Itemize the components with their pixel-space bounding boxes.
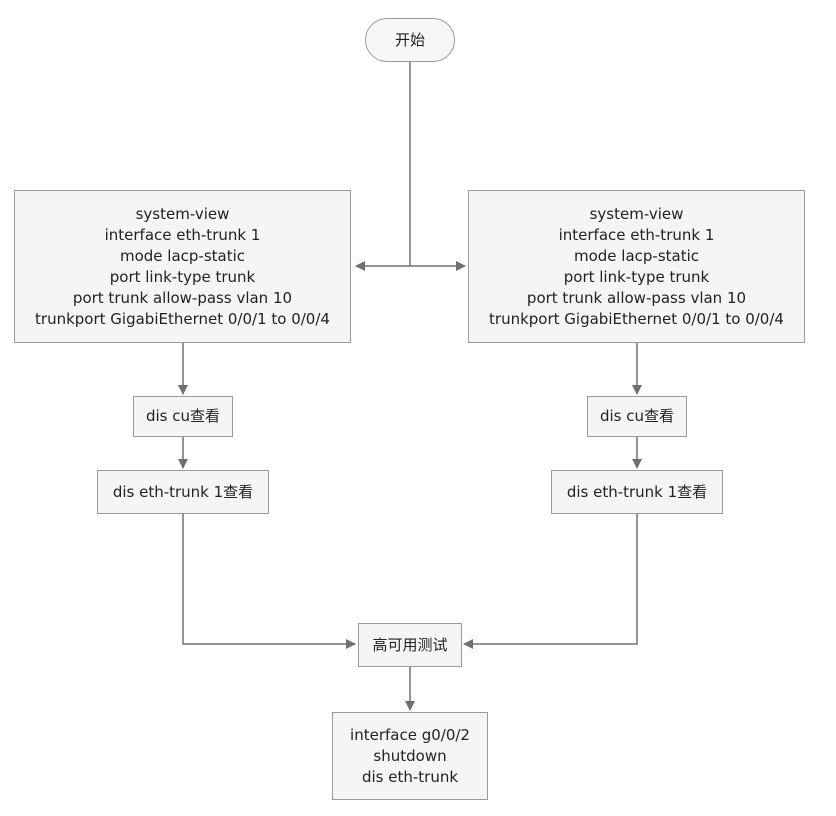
config-line: port link-type trunk <box>563 267 710 286</box>
config-line: trunkport GigabiEthernet 0/0/1 to 0/0/4 <box>489 309 784 328</box>
shutdown-line: dis eth-trunk <box>361 767 459 786</box>
config-line: port trunk allow-pass vlan 10 <box>72 288 293 307</box>
config-line: system-view <box>135 204 230 223</box>
dis-cu-label: dis cu查看 <box>145 407 221 425</box>
dis-cu-label: dis cu查看 <box>599 407 675 425</box>
left-config-node: system-view interface eth-trunk 1 mode l… <box>14 190 351 343</box>
start-node: 开始 <box>365 18 455 62</box>
dis-trunk-label: dis eth-trunk 1查看 <box>112 482 254 501</box>
dis-trunk-label: dis eth-trunk 1查看 <box>566 482 708 501</box>
right-dis-trunk-node: dis eth-trunk 1查看 <box>551 470 723 514</box>
left-dis-cu-node: dis cu查看 <box>133 396 233 437</box>
ha-test-node: 高可用测试 <box>358 623 462 667</box>
config-line: mode lacp-static <box>119 246 246 265</box>
edge-left-dis-trunk-to-ha-test <box>182 514 356 649</box>
left-dis-trunk-node: dis eth-trunk 1查看 <box>97 470 269 514</box>
config-line: interface eth-trunk 1 <box>558 225 715 244</box>
config-line: interface eth-trunk 1 <box>104 225 261 244</box>
right-config-node: system-view interface eth-trunk 1 mode l… <box>468 190 805 343</box>
shutdown-node: interface g0/0/2 shutdown dis eth-trunk <box>332 712 488 800</box>
config-line: trunkport GigabiEthernet 0/0/1 to 0/0/4 <box>35 309 330 328</box>
config-line: system-view <box>589 204 684 223</box>
ha-test-label: 高可用测试 <box>372 635 448 654</box>
shutdown-line: interface g0/0/2 <box>350 725 470 744</box>
shutdown-line: shutdown <box>373 746 447 765</box>
config-line: port link-type trunk <box>109 267 256 286</box>
edge-right-dis-trunk-to-ha-test <box>463 514 638 649</box>
config-line: mode lacp-static <box>573 246 700 265</box>
config-line: port trunk allow-pass vlan 10 <box>526 288 747 307</box>
start-label: 开始 <box>394 30 425 49</box>
right-dis-cu-node: dis cu查看 <box>587 396 687 437</box>
